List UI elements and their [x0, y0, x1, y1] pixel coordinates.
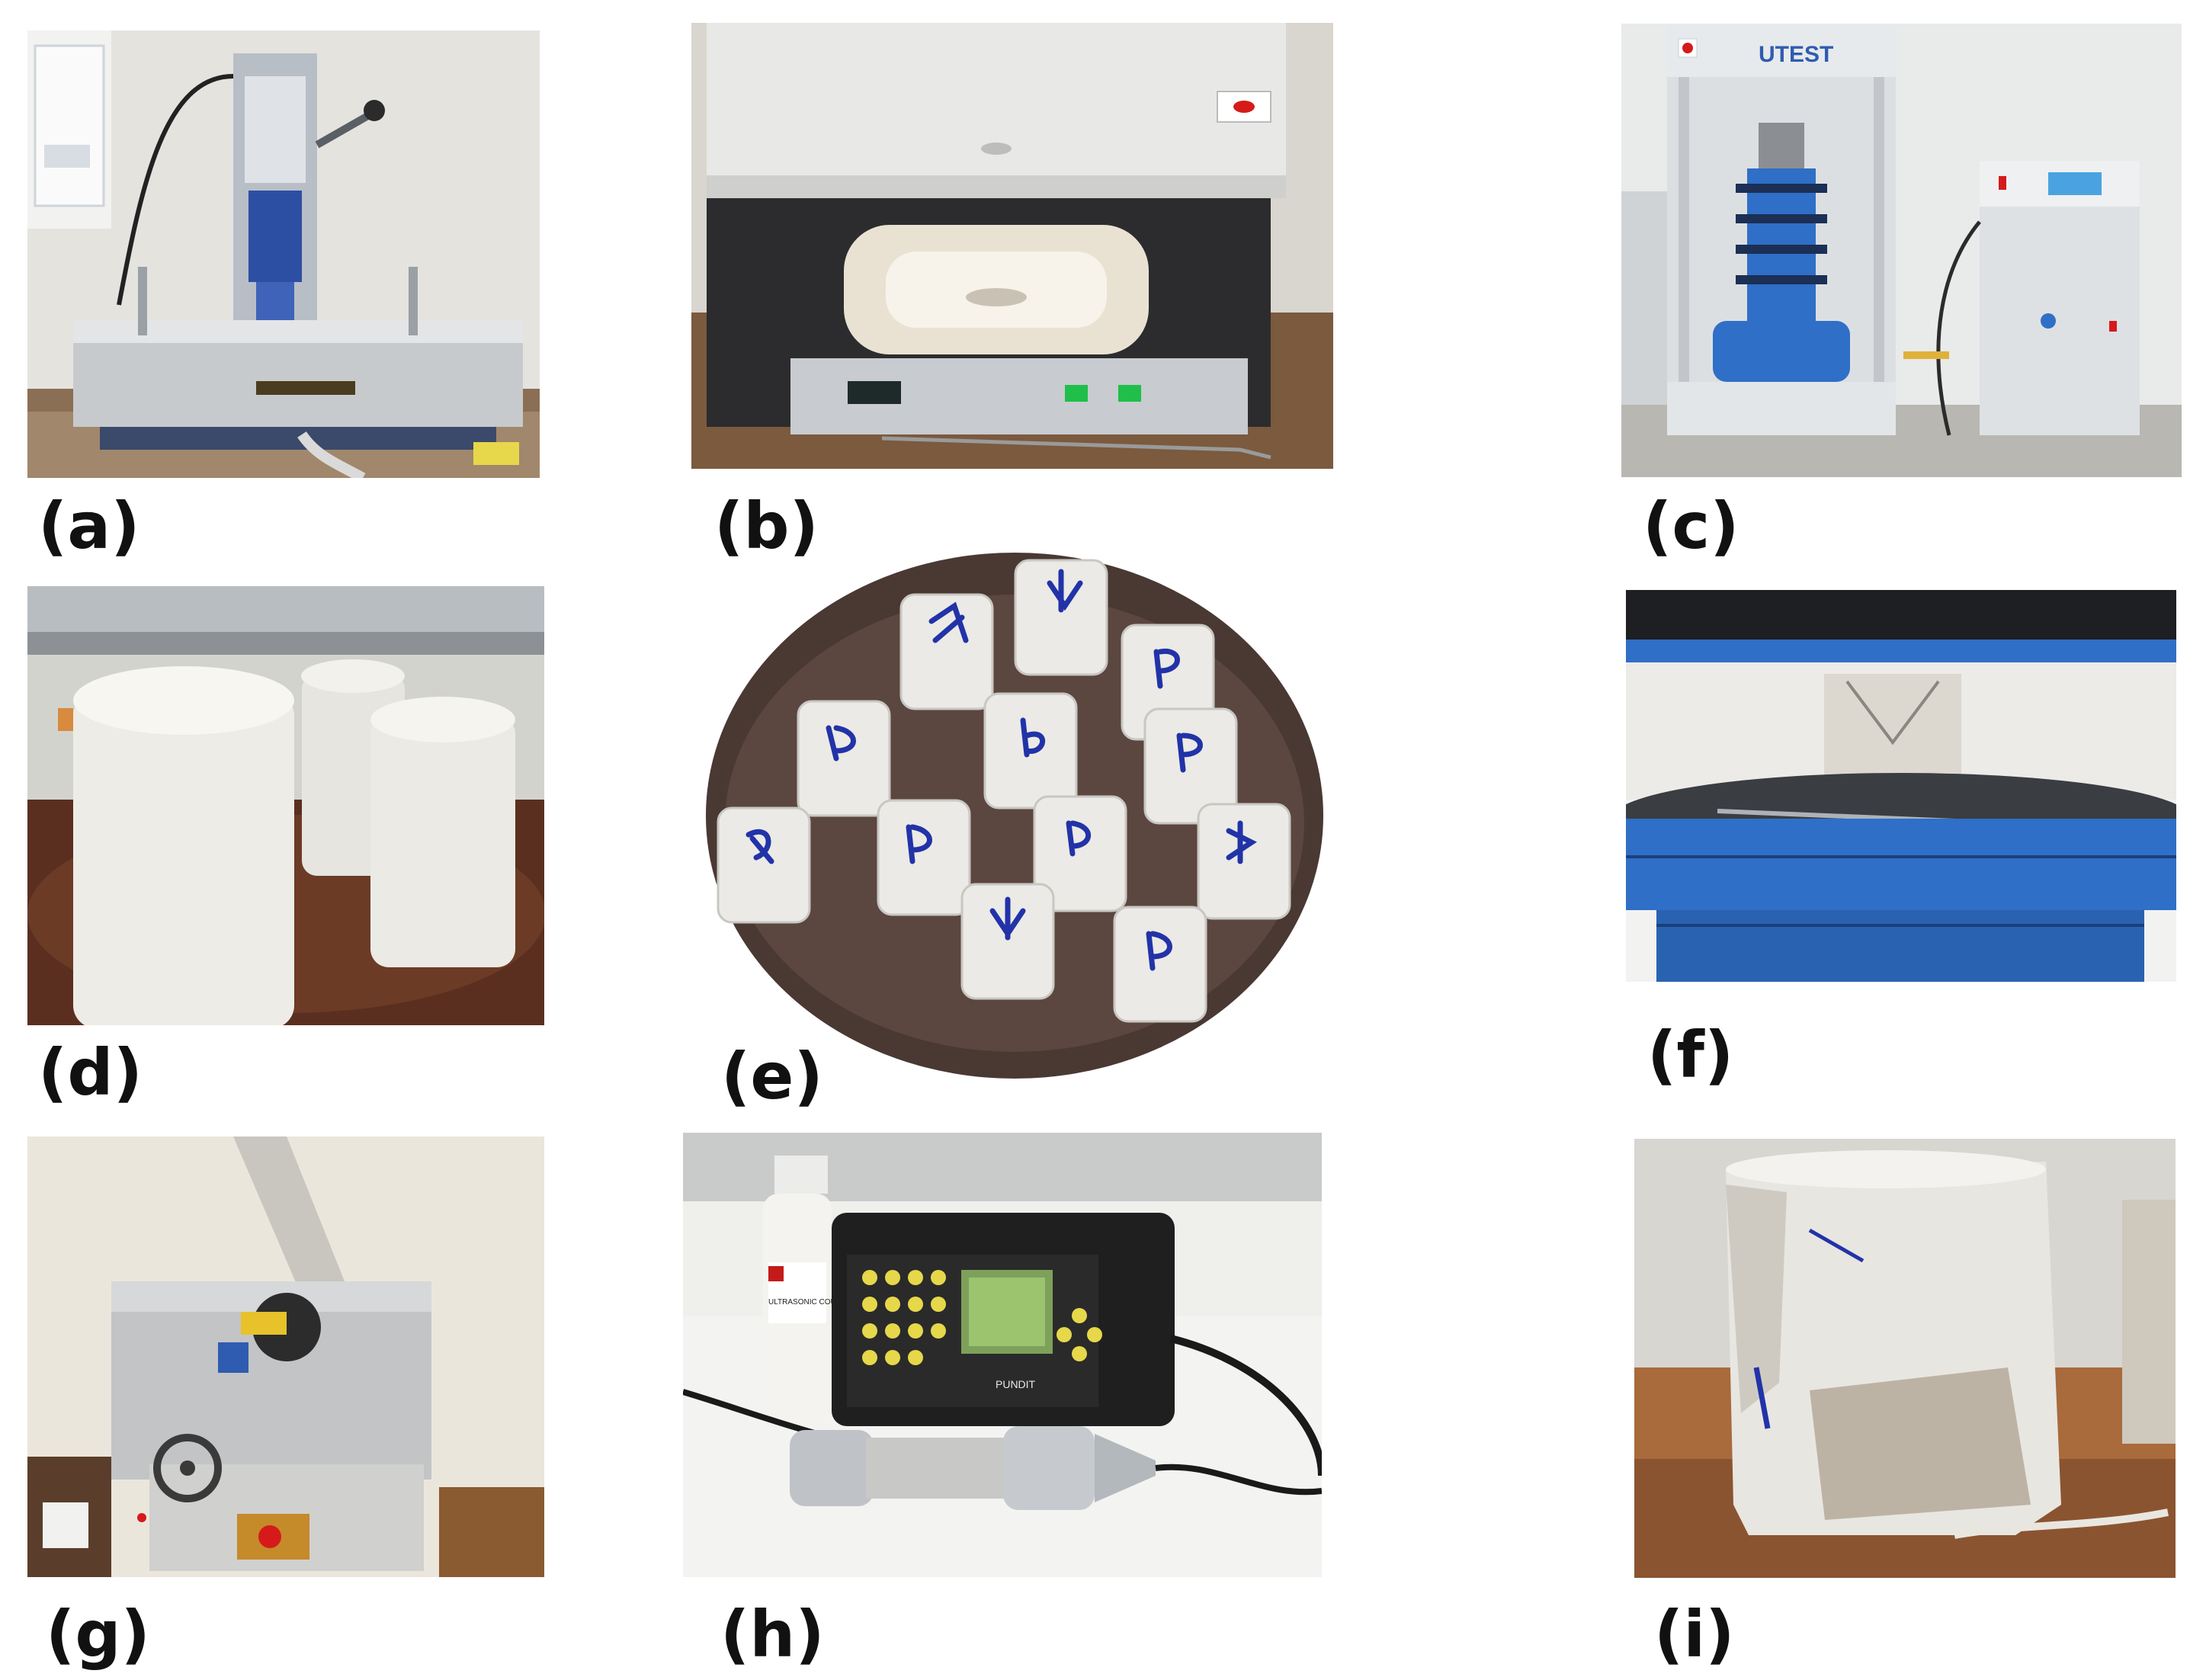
panel-g-label: (g) [46, 1597, 150, 1672]
panel-g-cutting-machine [27, 1137, 544, 1577]
device-brand-text: PUNDIT [996, 1378, 1036, 1390]
panel-e-marked-core-specimens [703, 549, 1326, 1082]
couplant-bottle-text: ULTRASONIC COUPLANT [768, 1298, 861, 1306]
panel-i-label: (i) [1654, 1597, 1735, 1672]
panel-a-core-drilling-machine [27, 30, 540, 478]
panel-c-compression-testing-machine: UTEST [1621, 24, 2182, 477]
panel-f-label: (f) [1647, 1018, 1734, 1092]
panel-h-label: (h) [720, 1597, 825, 1672]
panel-b-muffle-furnace [691, 23, 1333, 469]
panel-c-label: (c) [1643, 489, 1739, 563]
panel-e-label: (e) [721, 1039, 823, 1114]
utest-brand-text: UTEST [1759, 42, 1833, 67]
panel-h-ultrasonic-tester: ULTRASONIC COUPLANT PUNDIT [683, 1133, 1322, 1577]
panel-i-fractured-specimen [1634, 1139, 2176, 1578]
panel-f-specimen-under-load [1626, 590, 2176, 982]
panel-d-label: (d) [38, 1035, 143, 1110]
panel-a-label: (a) [38, 489, 140, 563]
panel-d-cylindrical-specimens [27, 586, 544, 1025]
panel-b-label: (b) [714, 489, 819, 563]
